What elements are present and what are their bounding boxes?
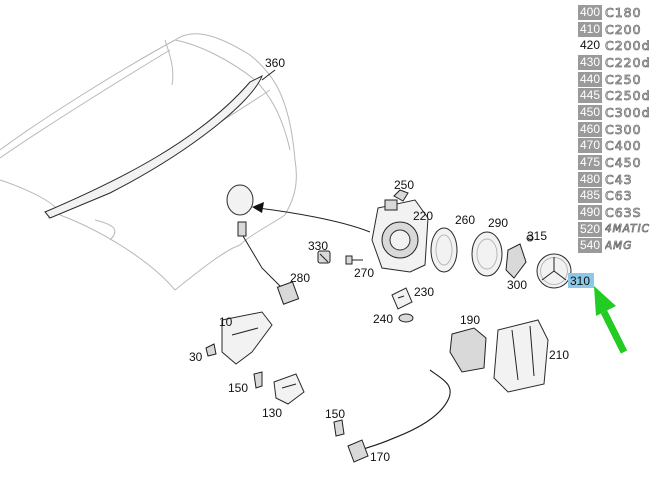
legend-code[interactable]: 430 (578, 54, 602, 70)
legend-code[interactable]: 400 (578, 4, 602, 20)
fuel-door-housing-part[interactable] (371, 199, 429, 273)
callout-170[interactable]: 170 (370, 450, 390, 464)
legend-model-name: C400 (605, 138, 642, 154)
legend-code[interactable]: 520 (578, 221, 602, 237)
callout-330[interactable]: 330 (308, 239, 328, 253)
legend-code[interactable]: 450 (578, 104, 602, 120)
legend-model-name: C220d (605, 54, 651, 70)
clip-part-250[interactable] (393, 189, 409, 202)
legend-code[interactable]: 540 (578, 238, 602, 254)
screw-part-150-b[interactable] (333, 419, 345, 437)
highlight-box (568, 273, 594, 288)
legend-code[interactable]: 490 (578, 205, 602, 221)
grommet-part-240[interactable] (398, 313, 414, 323)
legend-code[interactable]: 485 (578, 188, 602, 204)
legend-model-name: C450 (605, 155, 642, 171)
latch-part-300[interactable] (505, 243, 527, 279)
screw-part-30[interactable] (205, 343, 217, 357)
legend-model-name: C200 (605, 21, 642, 37)
legend-model-name: C250 (605, 71, 642, 87)
canister-part-210[interactable] (493, 319, 549, 393)
callout-150-b[interactable]: 150 (325, 407, 345, 421)
callout-240[interactable]: 240 (373, 312, 393, 326)
bracket-part-130[interactable] (273, 373, 305, 405)
screw-part-315[interactable] (526, 234, 534, 242)
legend-model-name: C63S (605, 205, 642, 221)
cover-part-290[interactable] (471, 231, 503, 277)
callout-310[interactable]: 310 (570, 274, 590, 288)
legend-model-name: C300 (605, 121, 642, 137)
legend-code[interactable]: 410 (578, 21, 602, 37)
callout-labels: 360 250 220 260 290 315 330 270 280 300 … (189, 56, 569, 464)
release-cable-part[interactable] (237, 221, 300, 305)
legend-model-name: C250d (605, 88, 651, 104)
legend-code[interactable]: 460 (578, 121, 602, 137)
legend-code[interactable]: 475 (578, 155, 602, 171)
highlighted-callout-310[interactable]: 310 (568, 273, 594, 288)
direction-arrow (252, 202, 371, 233)
fuel-flap-opening[interactable] (226, 184, 254, 216)
callout-230[interactable]: 230 (414, 285, 434, 299)
callout-30[interactable]: 30 (189, 350, 203, 364)
callout-280[interactable]: 280 (290, 271, 310, 285)
legend-code[interactable]: 470 (578, 138, 602, 154)
callout-150-a[interactable]: 150 (228, 381, 248, 395)
callout-360[interactable]: 360 (265, 56, 285, 70)
legend-row[interactable]: 420 C200d (578, 37, 664, 54)
legend-model-name: C63 (605, 188, 633, 204)
legend-model-name: AMG (605, 239, 633, 252)
star-emblem-part[interactable] (536, 253, 572, 289)
callout-260[interactable]: 260 (455, 213, 475, 227)
legend-code[interactable]: 445 (578, 88, 602, 104)
legend-model-name: C300d (605, 104, 651, 120)
green-pointer-arrow (594, 286, 628, 354)
legend-model-name: C180 (605, 4, 642, 20)
legend-code[interactable]: 480 (578, 171, 602, 187)
callout-220[interactable]: 220 (413, 209, 433, 223)
callout-300[interactable]: 300 (507, 278, 527, 292)
spoiler-part[interactable] (44, 74, 263, 219)
screw-part-270[interactable] (345, 255, 363, 265)
callout-250[interactable]: 250 (394, 178, 414, 192)
hose-part-170[interactable] (347, 369, 451, 463)
callout-270[interactable]: 270 (354, 266, 374, 280)
actuator-part-10[interactable] (221, 311, 273, 365)
legend-code[interactable]: 420 (579, 38, 601, 53)
callout-10[interactable]: 10 (219, 315, 233, 329)
callout-190[interactable]: 190 (460, 313, 480, 327)
legend-code[interactable]: 440 (578, 71, 602, 87)
legend-model-name: C200d (605, 38, 651, 54)
clip-part-330[interactable] (317, 250, 331, 264)
screw-part-150-a[interactable] (253, 371, 263, 389)
legend-model-name: C43 (605, 171, 633, 187)
bracket-part-230[interactable] (391, 287, 413, 310)
legend-model-name: 4MATIC (605, 223, 651, 236)
callout-210[interactable]: 210 (549, 348, 569, 362)
callout-315[interactable]: 315 (527, 229, 547, 243)
module-part-190[interactable] (449, 327, 487, 373)
seal-part-260[interactable] (430, 227, 458, 273)
leader-line (261, 69, 276, 81)
callout-130[interactable]: 130 (262, 406, 282, 420)
callout-290[interactable]: 290 (488, 216, 508, 230)
